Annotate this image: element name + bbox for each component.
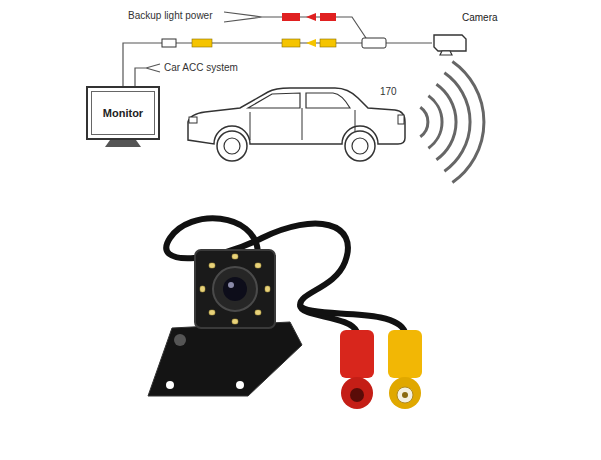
car-window [248,93,300,108]
car-wheel [217,131,247,161]
rca-plug-red [340,330,374,378]
screw [174,334,186,346]
led [209,310,215,315]
led [232,319,238,324]
camera-housing [434,35,466,51]
rca-tip-red [341,377,373,409]
label-text: 170 [380,86,397,97]
red-connector [320,13,336,21]
rca-socket [397,387,413,403]
label-text: Car ACC system [164,62,238,73]
cable [300,305,405,332]
rca-socket [350,388,364,402]
car-window [306,93,350,108]
rca-tip-yellow [389,377,421,409]
camera-lens [440,51,452,55]
wire-label: Backup light power [128,10,213,21]
led [255,263,261,268]
power-wire [224,12,366,38]
rca-plug-yellow [388,330,422,378]
camera-body [195,250,275,328]
car-headlight [189,117,197,123]
yellow-connector [282,39,300,47]
car-hub [224,138,240,154]
junction-box [362,38,386,48]
yellow-connector [320,39,336,47]
acc-wire [135,64,160,86]
led [200,286,205,292]
monitor-stand [105,140,141,147]
car-taillight [398,115,404,124]
view-wave [420,61,484,182]
node-label: Camera [462,12,498,23]
wire-label: Car ACC system [164,62,238,73]
camera-icon [432,30,470,56]
wire-label: 170 [380,86,397,97]
yellow-connector [192,39,212,47]
led [255,310,261,315]
camera-node: Camera [432,30,470,56]
node-label: Monitor [103,107,143,119]
monitor-box: Monitor [86,86,160,140]
bracket-hole [236,381,244,389]
mount-bracket [148,322,302,396]
led [209,263,215,268]
label-text: Backup light power [128,10,213,21]
lens-highlight [228,282,234,288]
car-door-line [250,108,355,140]
car-hub [352,138,368,154]
rca-pin [402,392,408,398]
connector-arrow [306,39,316,47]
led [232,254,238,259]
video-cable [123,43,432,86]
camera-lens [213,267,257,311]
car-wheel [345,131,375,161]
lens-glass [223,277,247,301]
red-connector [282,13,300,21]
bracket-hole [166,381,174,389]
plug [162,39,176,47]
led [265,286,270,292]
connector-arrow [306,13,316,21]
